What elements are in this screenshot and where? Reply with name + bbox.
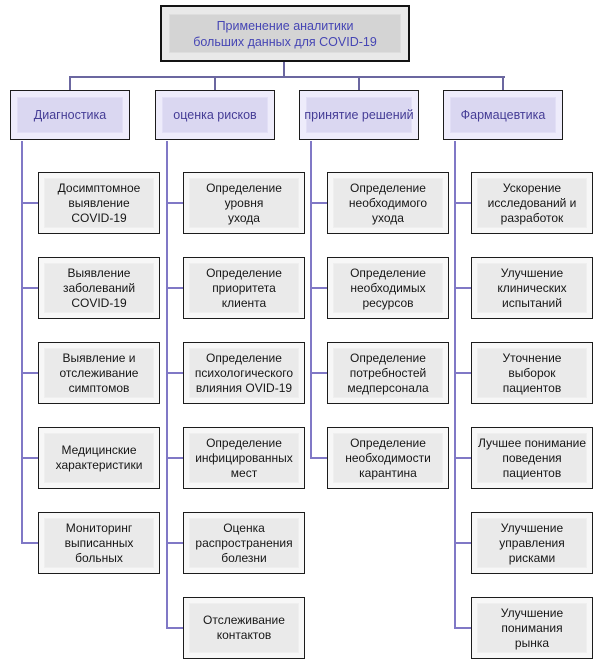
connector-stub xyxy=(454,457,471,459)
connector-stub-col2 xyxy=(214,76,216,90)
branch-header-decision-making: принятие решений xyxy=(299,90,419,140)
branch-header-risk-assessment: оценка рисков xyxy=(155,90,275,140)
connector-stub-col3 xyxy=(358,76,360,90)
connector-branch-line xyxy=(69,76,505,78)
diagram-node: Выявление и отслеживание симптомов xyxy=(38,342,160,404)
diagram-node: Ускорение исследований и разработок xyxy=(471,172,593,234)
connector-spine-col3 xyxy=(310,141,312,459)
diagram-node: Досимптомное выявление COVID-19 xyxy=(38,172,160,234)
connector-stub xyxy=(166,372,183,374)
connector-stub xyxy=(454,542,471,544)
diagram-node: Мониторинг выписанных больных xyxy=(38,512,160,574)
connector-stub xyxy=(454,627,471,629)
diagram-node: Определение инфицированных мест xyxy=(183,427,305,489)
connector-stub xyxy=(454,202,471,204)
diagram-node: Определение психологического влияния OVI… xyxy=(183,342,305,404)
diagram-node: Отслеживание контактов xyxy=(183,597,305,659)
branch-header-diagnostics: Диагностика xyxy=(10,90,130,140)
diagram-node: Уточнение выборок пациентов xyxy=(471,342,593,404)
connector-stub xyxy=(310,287,327,289)
connector-stub xyxy=(21,457,38,459)
connector-stub xyxy=(166,202,183,204)
connector-stub xyxy=(21,287,38,289)
connector-stub xyxy=(166,457,183,459)
connector-stub xyxy=(454,287,471,289)
connector-stub xyxy=(310,372,327,374)
connector-stub xyxy=(21,542,38,544)
diagram-node: Выявление заболеваний COVID-19 xyxy=(38,257,160,319)
connector-stub xyxy=(310,457,327,459)
connector-stub xyxy=(454,372,471,374)
connector-root-stem xyxy=(283,62,285,77)
branch-header-pharmaceutics: Фармацевтика xyxy=(443,90,563,140)
diagram-node: Улучшение понимания рынка xyxy=(471,597,593,659)
diagram-node: Улучшение клинических испытаний xyxy=(471,257,593,319)
connector-stub-col1 xyxy=(69,76,71,90)
connector-spine-col1 xyxy=(21,141,23,544)
connector-stub-col4 xyxy=(502,76,504,90)
connector-stub xyxy=(166,627,183,629)
diagram-node: Определение уровня ухода xyxy=(183,172,305,234)
diagram-node: Определение потребностей медперсонала xyxy=(327,342,449,404)
diagram-node: Лучшее понимание поведения пациентов xyxy=(471,427,593,489)
connector-stub xyxy=(166,542,183,544)
diagram-node: Оценка распространения болезни xyxy=(183,512,305,574)
diagram-node: Медицинские характеристики xyxy=(38,427,160,489)
connector-stub xyxy=(21,202,38,204)
connector-spine-col2 xyxy=(166,141,168,629)
connector-stub xyxy=(166,287,183,289)
diagram-node: Улучшение управления рисками xyxy=(471,512,593,574)
connector-stub xyxy=(310,202,327,204)
connector-spine-col4 xyxy=(454,141,456,629)
root-node: Применение аналитики больших данных для … xyxy=(160,5,410,62)
diagram-node: Определение необходимого ухода xyxy=(327,172,449,234)
diagram-node: Определение необходимости карантина xyxy=(327,427,449,489)
diagram-node: Определение приоритета клиента xyxy=(183,257,305,319)
diagram-node: Определение необходимых ресурсов xyxy=(327,257,449,319)
connector-stub xyxy=(21,372,38,374)
